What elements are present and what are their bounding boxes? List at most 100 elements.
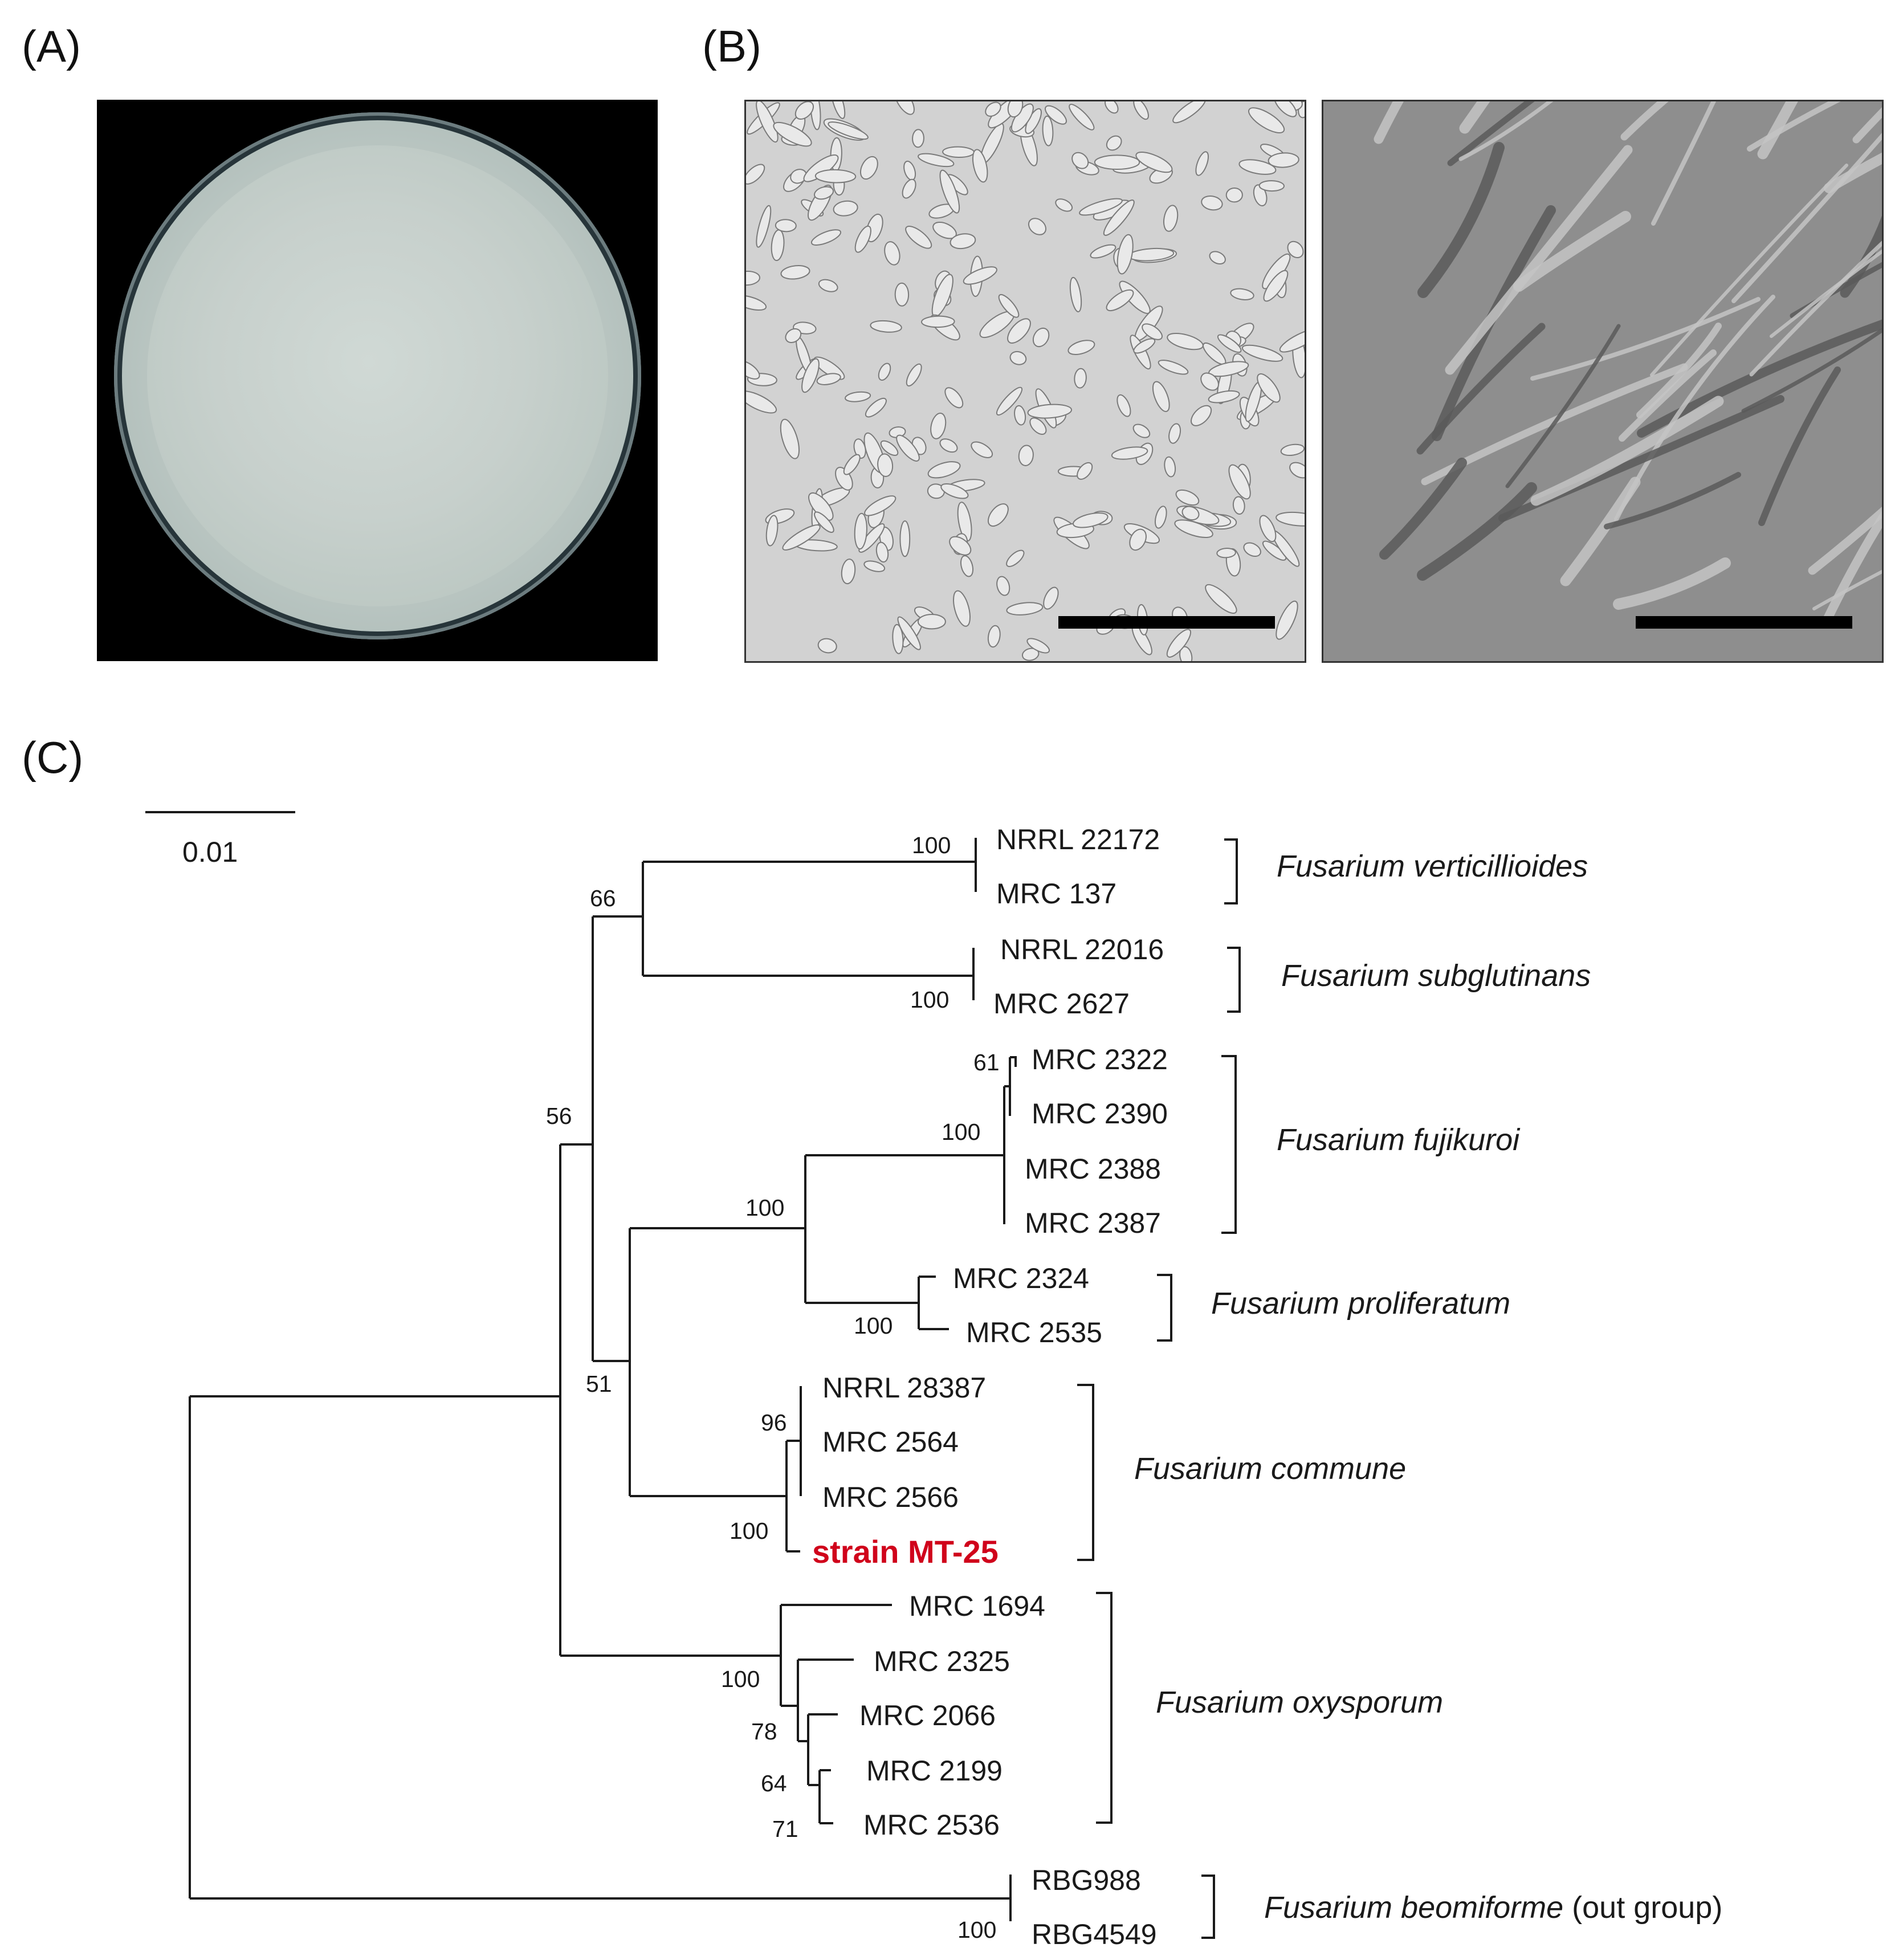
microconidium <box>1116 234 1134 275</box>
microconidium <box>854 225 871 253</box>
microconidium <box>801 358 820 393</box>
microconidium <box>1263 270 1289 302</box>
bootstrap-value: 71 <box>772 1816 798 1842</box>
microconidium <box>1045 105 1067 125</box>
microconidium <box>1248 107 1285 133</box>
microconidium <box>987 503 1009 527</box>
bootstrap-value: 100 <box>957 1917 996 1943</box>
microconidium <box>1168 423 1181 444</box>
macroconidium <box>1741 328 1882 413</box>
microconidium <box>902 178 916 199</box>
microconidium <box>1257 373 1281 403</box>
microconidium <box>858 523 885 553</box>
species-name: Fusarium commune <box>1134 1452 1406 1486</box>
microconidium <box>896 434 920 462</box>
microconidium <box>746 270 760 286</box>
macroconidium <box>1604 472 1741 529</box>
microconidium <box>780 418 800 459</box>
microconidium <box>818 279 838 292</box>
species-bracket <box>1224 838 1238 904</box>
tip-label: MRC 2566 <box>822 1481 959 1513</box>
microconidium <box>1069 104 1095 131</box>
microconidium <box>894 282 910 307</box>
microconidium <box>1106 289 1134 312</box>
macroconidium <box>1770 249 1882 338</box>
microconidium <box>1007 101 1024 118</box>
microconidium <box>1111 446 1148 460</box>
microconidium <box>1072 512 1109 528</box>
microconidium <box>971 441 993 458</box>
microconidium <box>1154 506 1167 529</box>
microconidium <box>1172 101 1206 124</box>
microconidium <box>930 413 947 439</box>
microconidium <box>1014 405 1026 426</box>
microconidium <box>1287 241 1304 259</box>
microconidium <box>864 495 897 516</box>
microconidium <box>1027 404 1073 419</box>
microconidium <box>813 186 834 200</box>
bootstrap-value: 100 <box>854 1313 893 1339</box>
microconidium <box>1142 323 1163 340</box>
microconidium <box>1262 540 1287 561</box>
microconidium <box>894 101 915 115</box>
microconidium <box>950 233 976 250</box>
microconidium <box>845 391 871 402</box>
microconidium <box>1216 548 1236 559</box>
microconidium <box>816 373 841 385</box>
tip-label: NRRL 22172 <box>996 824 1160 855</box>
macroconidium <box>1650 164 1848 377</box>
bootstrap-value: 64 <box>761 1770 787 1796</box>
microconidium <box>1133 101 1149 120</box>
microconidium <box>756 101 779 143</box>
microconidium <box>1201 195 1223 211</box>
microconidium <box>917 614 946 630</box>
microconidium <box>1280 443 1305 457</box>
microconidium <box>1026 638 1050 654</box>
microconidium <box>1279 328 1305 353</box>
bootstrap-value: 100 <box>745 1195 784 1221</box>
microconidium <box>957 502 972 541</box>
bootstrap-value: 100 <box>912 832 951 858</box>
species-name: Fusarium oxysporum <box>1156 1685 1443 1719</box>
species-bracket <box>1201 1875 1215 1939</box>
species-bracket <box>1227 947 1241 1013</box>
macroconidium <box>1758 366 1841 526</box>
microconidium <box>884 241 900 266</box>
microconidium <box>1241 344 1283 362</box>
microconidium <box>897 616 921 650</box>
macroconidium <box>1513 211 1631 292</box>
macroconidium <box>1651 101 1716 226</box>
tip-label: MRC 2536 <box>863 1809 1000 1841</box>
microconidium <box>996 576 1010 596</box>
microconidium <box>780 265 810 280</box>
panel-label-a: (A) <box>22 21 81 71</box>
species-bracket <box>1096 1592 1113 1824</box>
microconidium <box>1238 159 1277 175</box>
microconidium <box>877 453 894 477</box>
microconidium <box>949 536 972 556</box>
macroconidium <box>1445 145 1633 375</box>
microconidium <box>1043 586 1059 610</box>
microconidium <box>746 390 777 414</box>
species-bracket <box>1221 1055 1237 1234</box>
microconidium <box>1042 115 1054 146</box>
microconidium <box>1021 647 1040 661</box>
microconidium <box>1069 276 1082 312</box>
tip-label: NRRL 28387 <box>822 1372 986 1404</box>
microconidium <box>1191 405 1212 426</box>
microconidium <box>1007 318 1031 344</box>
microconidium <box>785 328 802 344</box>
tip-label: MRC 2199 <box>866 1755 1003 1787</box>
microconidium <box>1217 334 1242 353</box>
microconidium <box>927 461 961 479</box>
fungal-colony <box>147 145 608 606</box>
microconidium <box>1289 462 1305 479</box>
microconidium <box>1129 528 1147 551</box>
microconidium <box>830 101 846 119</box>
microconidium <box>944 387 964 409</box>
microconidium <box>1077 462 1093 480</box>
microconidium <box>814 511 834 533</box>
species-name: Fusarium verticillioides <box>1277 849 1588 883</box>
tip-label: MRC 2324 <box>953 1262 1089 1294</box>
